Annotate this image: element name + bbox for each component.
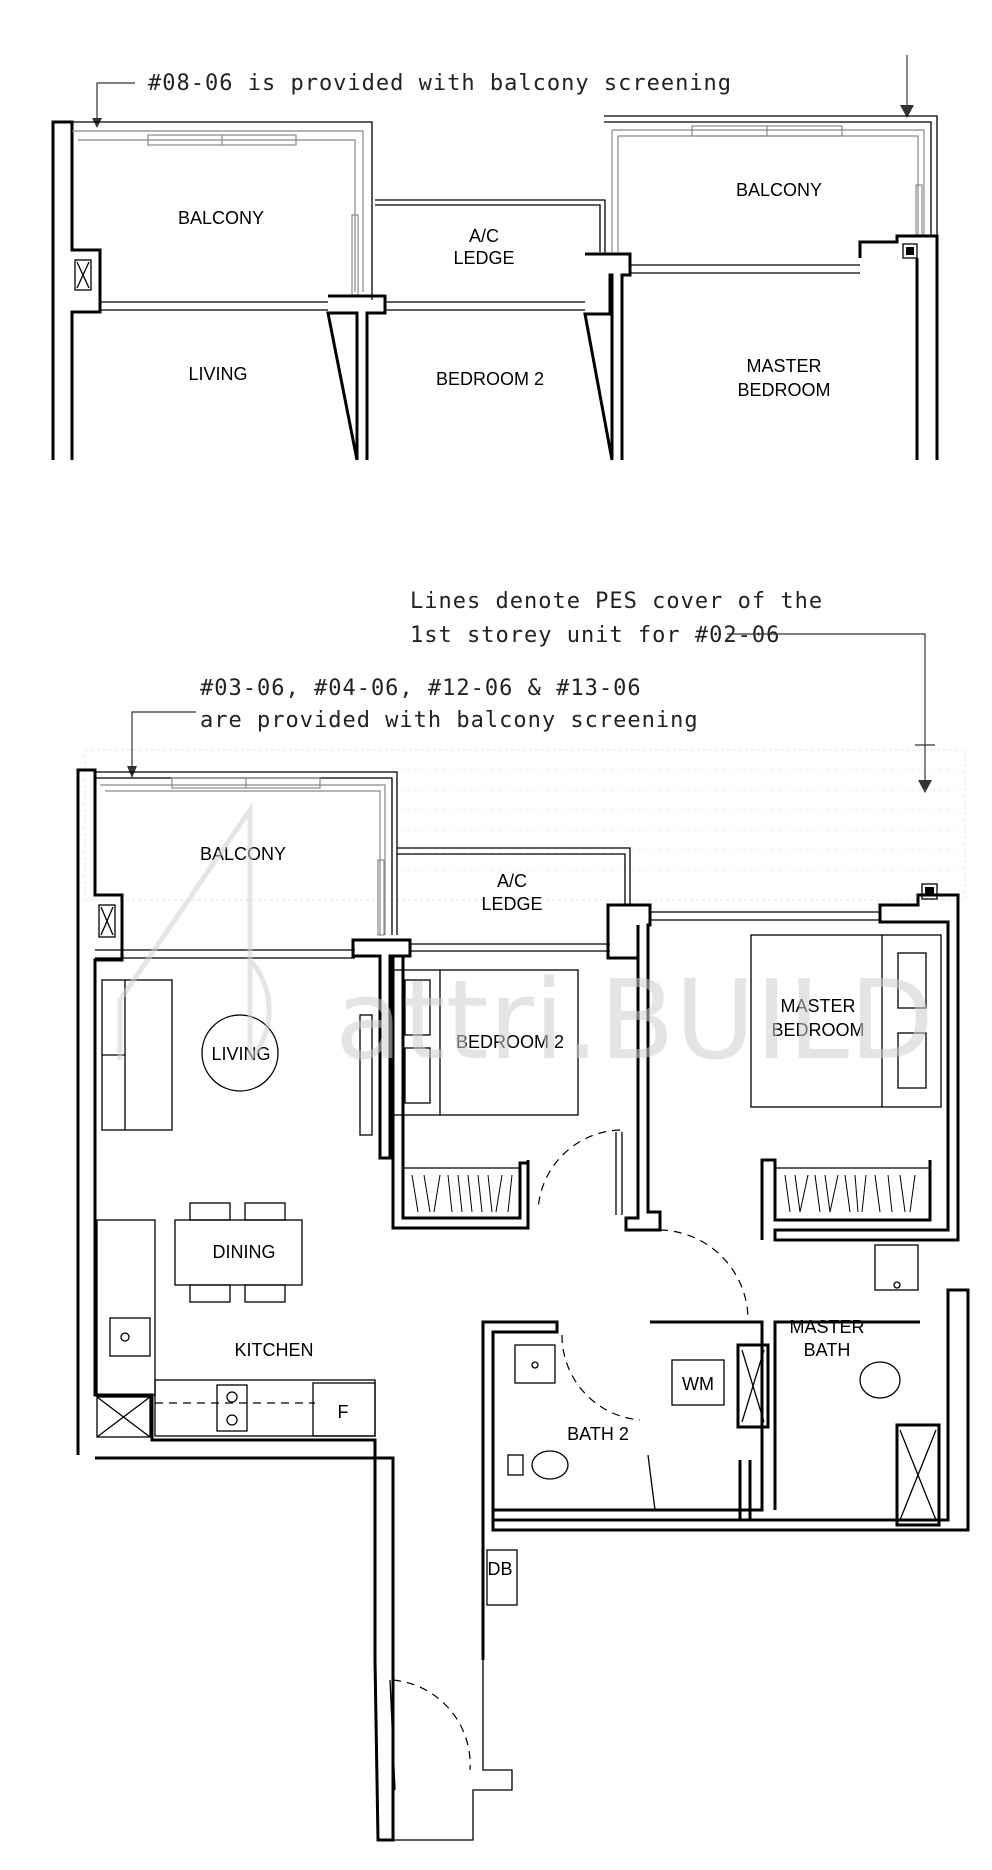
db-label: DB — [487, 1559, 512, 1579]
top-living-label: LIVING — [188, 364, 247, 384]
top-master-label-2: BEDROOM — [737, 380, 830, 400]
wm-label: WM — [682, 1374, 714, 1394]
top-screening-note: #08-06 is provided with balcony screenin… — [148, 71, 732, 96]
pes-note-line-1: Lines denote PES cover of the — [410, 589, 823, 614]
top-partial-plan: #08-06 is provided with balcony screenin… — [51, 55, 939, 461]
bath2-label: BATH 2 — [567, 1424, 629, 1444]
ac-ledge-label-1: A/C — [497, 871, 527, 891]
main-plan: BALCONY A/C LEDGE LIVING BEDROOM 2 MASTE… — [76, 768, 970, 1842]
master-bedroom-label-1: MASTER — [780, 996, 855, 1016]
master-bath-label-2: BATH — [804, 1340, 851, 1360]
screening-note-line-2: are provided with balcony screening — [200, 708, 699, 733]
watermark: attri.BUILD — [117, 801, 934, 1084]
top-balcony-left-label: BALCONY — [178, 208, 264, 228]
master-bedroom-label-2: BEDROOM — [771, 1020, 864, 1040]
pes-cover-hatch — [84, 749, 966, 901]
top-bedroom2-label: BEDROOM 2 — [436, 369, 544, 389]
bedroom2-label: BEDROOM 2 — [456, 1032, 564, 1052]
watermark-text: attri.BUILD — [335, 956, 934, 1084]
top-ac-ledge-label-1: A/C — [469, 226, 499, 246]
top-balcony-right-label: BALCONY — [736, 180, 822, 200]
plan-notes: Lines denote PES cover of the 1st storey… — [127, 589, 935, 793]
dining-label: DINING — [213, 1242, 276, 1262]
pes-note-line-2: 1st storey unit for #02-06 — [410, 623, 780, 648]
master-bath-label-1: MASTER — [789, 1317, 864, 1337]
kitchen-label: KITCHEN — [234, 1340, 313, 1360]
screening-note-line-1: #03-06, #04-06, #12-06 & #13-06 — [200, 676, 642, 701]
top-ac-ledge-label-2: LEDGE — [453, 248, 514, 268]
ac-ledge-label-2: LEDGE — [481, 894, 542, 914]
fridge-label: F — [338, 1402, 349, 1422]
top-master-label-1: MASTER — [746, 356, 821, 376]
